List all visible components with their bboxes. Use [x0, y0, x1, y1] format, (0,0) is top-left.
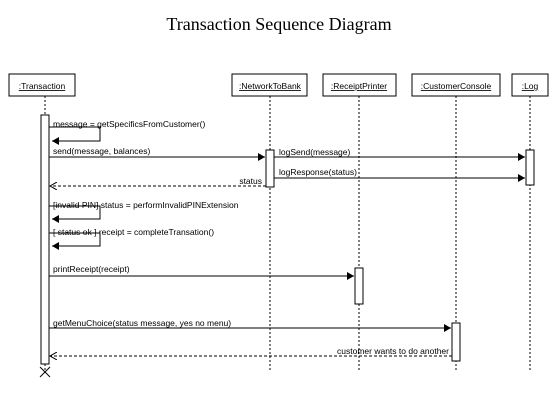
- message-status-return-label: status: [239, 176, 262, 186]
- participant-printer: :ReceiptPrinter: [322, 73, 397, 97]
- message-send: send(message, balances): [49, 146, 265, 161]
- message-get-specifics-label: message = getSpecificsFromCustomer(): [53, 119, 206, 129]
- participant-console: :CustomerConsole: [411, 73, 501, 97]
- participant-printer-label: :ReceiptPrinter: [331, 81, 387, 91]
- participant-console-label: :CustomerConsole: [421, 81, 492, 91]
- activation-console: [451, 322, 461, 362]
- message-customer-wants-another-label: customer wants to do another: [337, 346, 449, 356]
- message-status-return: status: [50, 176, 266, 186]
- diagram-title: Transaction Sequence Diagram: [166, 14, 392, 34]
- participant-network-label: :NetworkToBank: [239, 81, 302, 91]
- destroy-marker-icon: [39, 366, 51, 378]
- activation-network: [265, 149, 275, 188]
- message-log-send-label: logSend(message): [279, 147, 351, 157]
- message-invalid-pin: [invalid PIN] status = performInvalidPIN…: [49, 200, 239, 223]
- participant-log: :Log: [511, 73, 549, 97]
- activation-transaction: [40, 114, 50, 365]
- message-print-receipt-label: printReceipt(receipt): [53, 264, 130, 274]
- participant-transaction-label: :Transaction: [19, 81, 66, 91]
- activation-log: [525, 149, 535, 186]
- message-get-menu-choice: getMenuChoice(status message, yes no men…: [49, 318, 451, 332]
- message-get-specifics: message = getSpecificsFromCustomer(): [49, 119, 206, 145]
- message-complete-transaction: [ status ok ] receipt = completeTransati…: [49, 227, 214, 250]
- participant-network: :NetworkToBank: [231, 73, 308, 97]
- participant-transaction: :Transaction: [8, 73, 76, 97]
- message-log-response-label: logResponse(status): [279, 167, 357, 177]
- message-send-label: send(message, balances): [53, 146, 151, 156]
- message-print-receipt: printReceipt(receipt): [49, 264, 354, 280]
- participant-log-label: :Log: [522, 81, 539, 91]
- message-invalid-pin-label: [invalid PIN] status = performInvalidPIN…: [53, 200, 239, 210]
- message-get-menu-choice-label: getMenuChoice(status message, yes no men…: [53, 318, 231, 328]
- message-customer-wants-another: customer wants to do another: [50, 346, 452, 356]
- activation-printer: [354, 267, 364, 305]
- message-log-send: logSend(message): [274, 147, 525, 161]
- message-complete-transaction-label: [ status ok ] receipt = completeTransati…: [53, 227, 214, 237]
- message-log-response: logResponse(status): [274, 167, 525, 182]
